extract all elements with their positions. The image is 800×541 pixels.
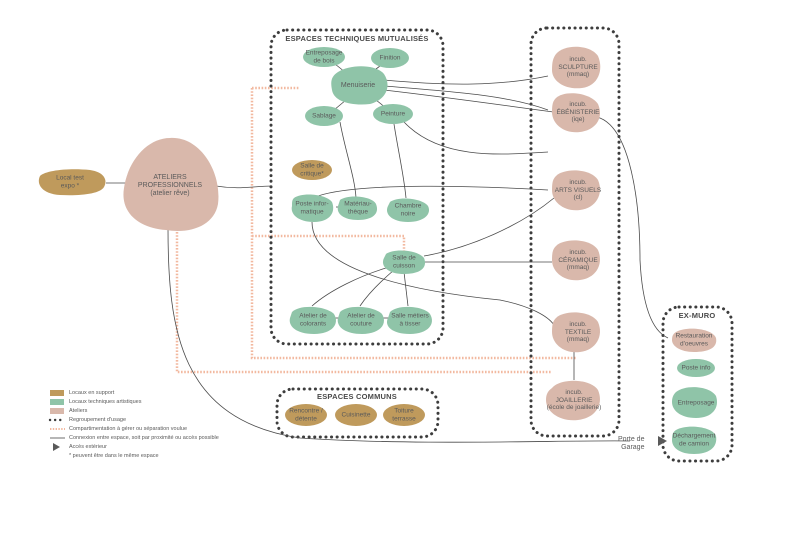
connection-ateliers-garage <box>167 227 631 443</box>
node-salle-cuisson-shape <box>382 250 426 274</box>
connection-peinture-chambre <box>393 123 407 199</box>
connection-menuiserie-exmuro <box>383 89 669 339</box>
node-cuisinette-shape <box>335 404 377 426</box>
node-chambre-noire-shape <box>386 198 430 222</box>
node-poste-info-shape <box>677 359 715 377</box>
node-materiautheque-shape <box>337 196 378 220</box>
node-peinture-shape <box>373 104 413 124</box>
node-rencontre-shape <box>285 404 327 426</box>
connection-peinture-arts <box>403 121 549 155</box>
nodes <box>38 46 718 454</box>
group-common <box>275 387 440 439</box>
node-local-test-shape <box>38 169 106 196</box>
node-poste-informatique-shape <box>291 194 334 222</box>
connection-cuisson-colorants <box>311 267 387 307</box>
node-incub-ceramique-shape <box>552 240 600 281</box>
connection-poste-textile <box>311 221 555 326</box>
connection-poste-arts <box>317 185 549 197</box>
node-entreposage-bois-shape <box>303 47 345 67</box>
porte-garage-label: Porte de Garage <box>618 436 645 451</box>
legend-note-label: * peuvent être dans le même espace <box>69 453 159 459</box>
node-menuiserie-shape <box>331 66 388 105</box>
connection-sablage-materiau <box>339 121 357 199</box>
connection-menuiserie-ebenisterie <box>383 85 549 111</box>
legend-studios-label: Ateliers <box>69 408 88 414</box>
common-group-title: ESPACES COMMUNS <box>317 392 397 401</box>
legend-swatch-studios <box>50 408 64 414</box>
technical-group-title: ESPACES TECHNIQUES MUTUALISÉS <box>285 34 429 43</box>
node-toiture-shape <box>383 404 425 426</box>
legend-exterior-arrow <box>53 443 60 451</box>
exmuro-group-title: EX-MURO <box>678 311 716 320</box>
connection-cuisson-couture <box>359 269 395 307</box>
node-incub-ebenisterie-shape <box>552 93 600 133</box>
connection-cuisson-arts <box>423 197 555 257</box>
partition-zones <box>175 86 576 374</box>
node-finition-shape <box>371 48 409 68</box>
node-incub-sculpture-shape <box>552 46 601 89</box>
legend-grouping-label: Regroupement d'usage <box>69 417 127 423</box>
connection-cuisson-metiers <box>403 271 409 307</box>
connection-menuiserie-sculpture <box>383 75 549 85</box>
partition-technical-zone <box>250 88 576 360</box>
group-technical <box>269 28 445 346</box>
partition-kiln-zone <box>252 234 406 252</box>
node-incub-arts-visuels-shape <box>552 170 600 211</box>
node-entreposage-shape <box>672 387 718 418</box>
partition-studio-zone <box>175 232 552 374</box>
node-salle-critique-shape <box>292 160 332 180</box>
node-dechargement-shape <box>672 426 717 454</box>
legend-technical-label: Locaux techniques artistiques <box>69 399 142 405</box>
grouping-outlines <box>269 26 734 463</box>
node-atelier-couture-shape <box>337 306 384 334</box>
group-incubators <box>529 26 621 438</box>
legend-support-label: Locaux en support <box>69 390 115 396</box>
node-incub-joaillerie-shape <box>546 380 600 421</box>
legend-partition-label: Compartimentation à gérer ou séparation … <box>69 426 188 432</box>
node-restauration-shape <box>672 328 717 352</box>
legend-swatch-support <box>50 390 64 396</box>
legend-swatch-technical <box>50 399 64 405</box>
node-sablage-shape <box>305 106 343 126</box>
node-salle-metiers-shape <box>386 306 432 334</box>
node-atelier-colorants-shape <box>289 306 336 334</box>
legend-connection-label: Connexion entre espace, soit par proximi… <box>69 435 219 441</box>
connection-ateliers-technical <box>215 185 273 189</box>
node-incub-textile-shape <box>552 312 600 353</box>
exterior-access-arrow <box>658 436 667 446</box>
node-ateliers-shape <box>123 137 219 231</box>
legend-exterior-label: Accès extérieur <box>69 444 107 450</box>
group-exmuro <box>661 305 734 463</box>
legend-graphics <box>48 390 67 451</box>
